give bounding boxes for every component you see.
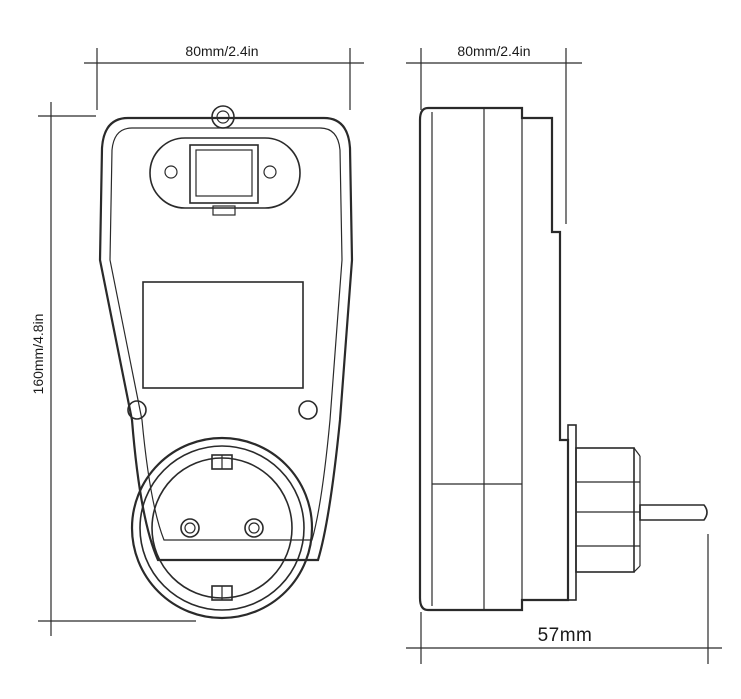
side-view	[418, 106, 708, 612]
plug-body	[575, 447, 635, 573]
socket-ring-2	[139, 445, 305, 611]
label-panel	[142, 281, 304, 389]
top-display-frame	[149, 137, 301, 209]
side-width-label: 80mm/2.4in	[457, 43, 530, 59]
height-label: 160mm/4.8in	[30, 314, 46, 395]
socket-outer-ring	[130, 436, 314, 620]
top-hang-hole-inner	[216, 110, 230, 124]
body-screw-left	[127, 400, 147, 420]
body-screw-right	[298, 400, 318, 420]
top-display-square	[189, 144, 259, 204]
display-screw-left	[164, 165, 178, 179]
front-view	[98, 105, 354, 620]
plug-pin	[639, 504, 708, 521]
top-hang-hole	[211, 105, 235, 129]
top-display-inner	[195, 149, 253, 197]
depth-label: 57mm	[538, 625, 593, 646]
front-body-outline	[98, 116, 354, 562]
front-width-label: 80mm/2.4in	[185, 43, 258, 59]
display-screw-right	[263, 165, 277, 179]
side-body-outline	[418, 106, 570, 612]
dimension-lines	[38, 48, 722, 664]
plug-base	[567, 424, 577, 601]
pin-hole-right	[244, 518, 264, 538]
pin-hole-left-inner	[184, 522, 196, 534]
pin-hole-left	[180, 518, 200, 538]
front-body-inner-line	[109, 127, 343, 541]
socket-face	[151, 457, 293, 599]
display-tab	[212, 205, 236, 216]
pin-hole-right-inner	[248, 522, 260, 534]
